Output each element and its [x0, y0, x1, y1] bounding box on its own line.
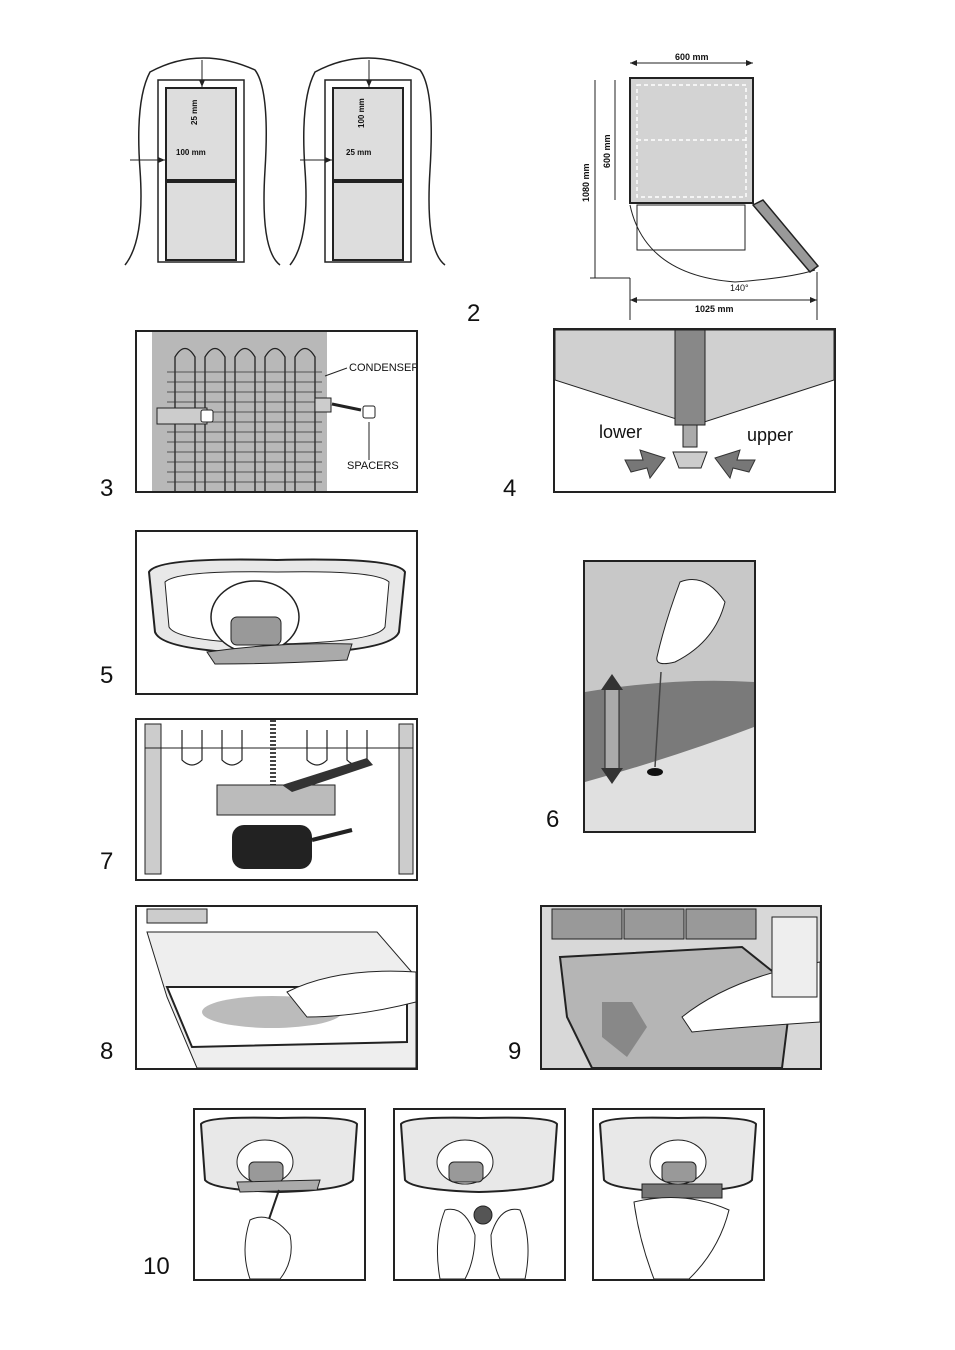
spacers-label: SPACERS: [347, 460, 399, 472]
remove-cover-drawing: [199, 1116, 359, 1279]
figure-8-wiping-shelf: [135, 905, 418, 1070]
figure-1-installation-clearance: 25 mm 100 mm 100 mm 25 mm: [120, 50, 460, 270]
drain-cleaning-drawing: [585, 562, 754, 831]
figure-4-leveling-feet: lower upper: [553, 328, 836, 493]
dim-angle: 140°: [730, 283, 749, 293]
dim-top-left: 25 mm: [190, 99, 199, 125]
dim-open-depth: 1025 mm: [695, 304, 734, 314]
figure-number-7: 7: [100, 848, 114, 875]
figure-10c-refit-cover: [592, 1108, 765, 1281]
replace-bulb-drawing: [399, 1116, 559, 1279]
dim-side-right: 25 mm: [346, 148, 372, 157]
figure-number-8: 8: [100, 1038, 114, 1065]
wiping-shelf-drawing: [146, 908, 416, 1068]
fridge-niche-drawing: [124, 57, 446, 266]
upper-label: upper: [747, 425, 794, 445]
figure-number-4: 4: [503, 475, 517, 502]
figure-10b-replace-bulb: [393, 1108, 566, 1281]
figure-number-2: 2: [467, 300, 481, 327]
evaporation-tray-drawing: [144, 720, 414, 875]
figure-number-10: 10: [143, 1253, 170, 1280]
lower-label: lower: [599, 422, 643, 442]
condenser-label: CONDENSER: [349, 362, 418, 374]
figure-5-lamp-cover: [135, 530, 418, 695]
figure-number-5: 5: [100, 662, 114, 689]
figure-9-drawer-removal: [540, 905, 822, 1070]
figure-number-9: 9: [508, 1038, 522, 1065]
figure-number-6: 6: [546, 806, 560, 833]
figure-7-evaporation-tray: [135, 718, 418, 881]
dimension-drawing: [590, 60, 820, 320]
drawer-removal-drawing: [542, 907, 820, 1068]
dim-width: 600 mm: [675, 52, 709, 62]
dim-height: 1080 mm: [581, 163, 591, 202]
condenser-drawing: [137, 332, 416, 491]
figure-3-condenser-spacers: CONDENSER SPACERS: [135, 330, 418, 493]
dim-depth: 600 mm: [602, 134, 612, 168]
dim-top-right: 100 mm: [357, 98, 366, 128]
figure-6-drain-cleaning: [583, 560, 756, 833]
lamp-cover-drawing: [147, 558, 407, 665]
dim-side-left: 100 mm: [176, 148, 206, 157]
leveling-foot-drawing: [555, 330, 834, 480]
figure-2-dimensions: 600 mm 600 mm 1080 mm 140° 1025 mm: [575, 50, 825, 325]
figure-number-3: 3: [100, 475, 114, 502]
refit-cover-drawing: [598, 1116, 758, 1279]
figure-10a-remove-cover: [193, 1108, 366, 1281]
